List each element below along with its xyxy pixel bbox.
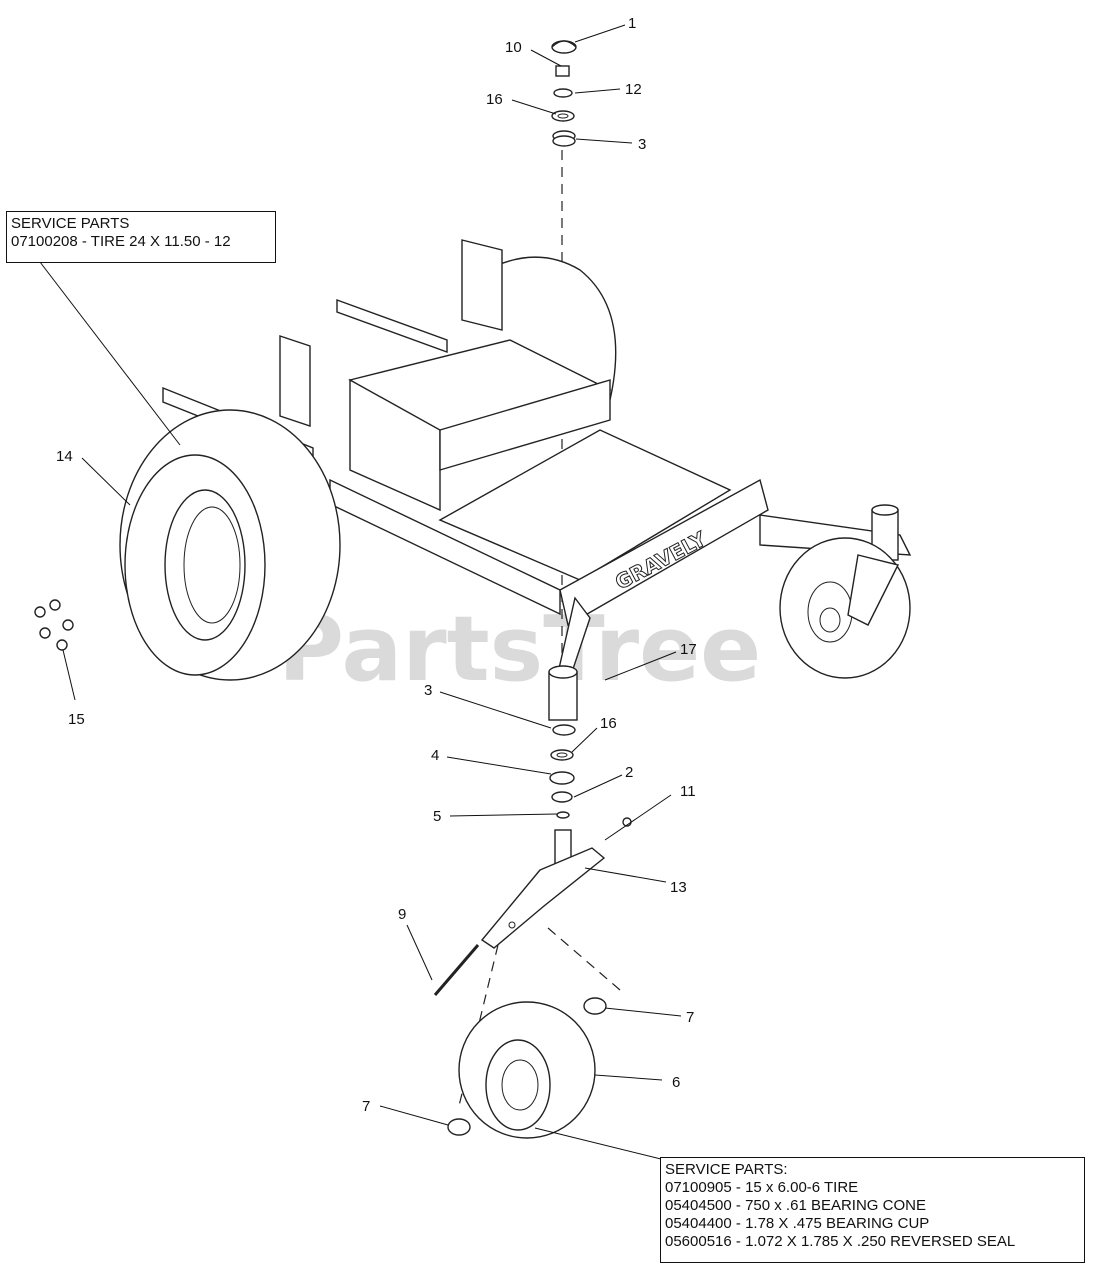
service-parts-heading: SERVICE PARTS <box>11 215 130 232</box>
watermark: PartsTree <box>278 597 761 702</box>
service-part-line: 07100905 - 15 x 6.00-6 TIRE <box>665 1179 859 1196</box>
callout-7-right: 7 <box>686 1009 694 1026</box>
service-parts-heading: SERVICE PARTS: <box>665 1161 788 1178</box>
callout-16-mid: 16 <box>600 715 617 732</box>
callout-numbers: 1 10 12 16 3 14 15 17 3 16 4 2 5 11 13 9… <box>56 15 697 1115</box>
callout-15: 15 <box>68 711 85 728</box>
callout-9: 9 <box>398 906 406 923</box>
callout-4: 4 <box>431 747 439 764</box>
callout-12: 12 <box>625 81 642 98</box>
callout-3-mid: 3 <box>424 682 432 699</box>
caster-hardware-stack <box>548 665 632 827</box>
rear-tire <box>119 409 341 681</box>
callout-7-left: 7 <box>362 1098 370 1115</box>
callout-2: 2 <box>625 764 633 781</box>
leader-lines <box>39 24 682 1161</box>
caster-wheel <box>447 997 607 1139</box>
callout-3-top: 3 <box>638 136 646 153</box>
service-part-line: 05404500 - 750 x .61 BEARING CONE <box>665 1197 926 1214</box>
axle-alignment-line-1 <box>547 927 621 991</box>
service-part-line: 05404400 - 1.78 X .475 BEARING CUP <box>665 1215 930 1232</box>
callout-16-top: 16 <box>486 91 503 108</box>
callout-5: 5 <box>433 808 441 825</box>
axle-bolt <box>433 944 480 996</box>
callout-13: 13 <box>670 879 687 896</box>
callout-10: 10 <box>505 39 522 56</box>
service-part-line: 07100208 - TIRE 24 X 11.50 - 12 <box>11 233 231 250</box>
top-hardware-stack <box>551 40 577 147</box>
service-parts-box-caster: SERVICE PARTS: 07100905 - 15 x 6.00-6 TI… <box>660 1157 1085 1263</box>
callout-11: 11 <box>680 783 696 800</box>
caster-yoke <box>480 829 606 949</box>
callout-6: 6 <box>672 1074 680 1091</box>
callout-14: 14 <box>56 448 73 465</box>
service-parts-box-rear-tire: SERVICE PARTS 07100208 - TIRE 24 X 11.50… <box>6 211 276 263</box>
lug-nuts <box>34 599 74 651</box>
callout-1: 1 <box>628 15 636 32</box>
service-part-line: 05600516 - 1.072 X 1.785 X .250 REVERSED… <box>665 1233 1016 1250</box>
callout-17: 17 <box>680 641 697 658</box>
front-caster-wheel-right <box>779 537 911 679</box>
